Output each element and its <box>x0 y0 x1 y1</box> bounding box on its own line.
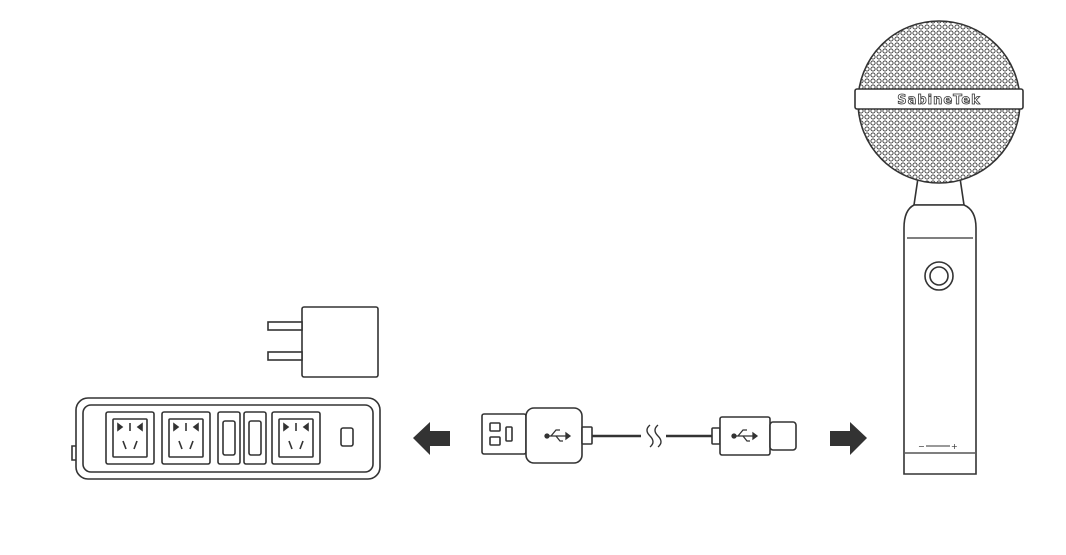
power-switch <box>340 427 354 447</box>
microphone: − + SabineTek <box>854 20 1024 475</box>
usb-symbol-icon <box>731 429 759 442</box>
adapter-prong-top <box>267 321 303 331</box>
usb-cable <box>481 407 797 464</box>
adapter-prong-bottom <box>267 351 303 361</box>
usb-port-1 <box>217 411 241 465</box>
brand-label: SabineTek <box>897 93 981 108</box>
arrow-left-icon <box>413 422 450 455</box>
gain-scale: − + <box>918 442 958 451</box>
outlet-3 <box>271 411 321 465</box>
usb-port-2 <box>243 411 267 465</box>
gain-scale-minus: − <box>918 442 925 451</box>
outlet-1 <box>105 411 155 465</box>
brand-band <box>854 88 1024 110</box>
outlet-2 <box>161 411 211 465</box>
arrow-right-icon <box>830 422 867 455</box>
gain-scale-plus: + <box>951 442 958 451</box>
usb-symbol-icon <box>544 429 572 442</box>
usb-a-plug <box>481 413 527 455</box>
gain-knob <box>924 261 954 291</box>
power-adapter <box>267 306 379 378</box>
cable-break-icon <box>646 424 662 448</box>
power-strip <box>71 397 381 480</box>
